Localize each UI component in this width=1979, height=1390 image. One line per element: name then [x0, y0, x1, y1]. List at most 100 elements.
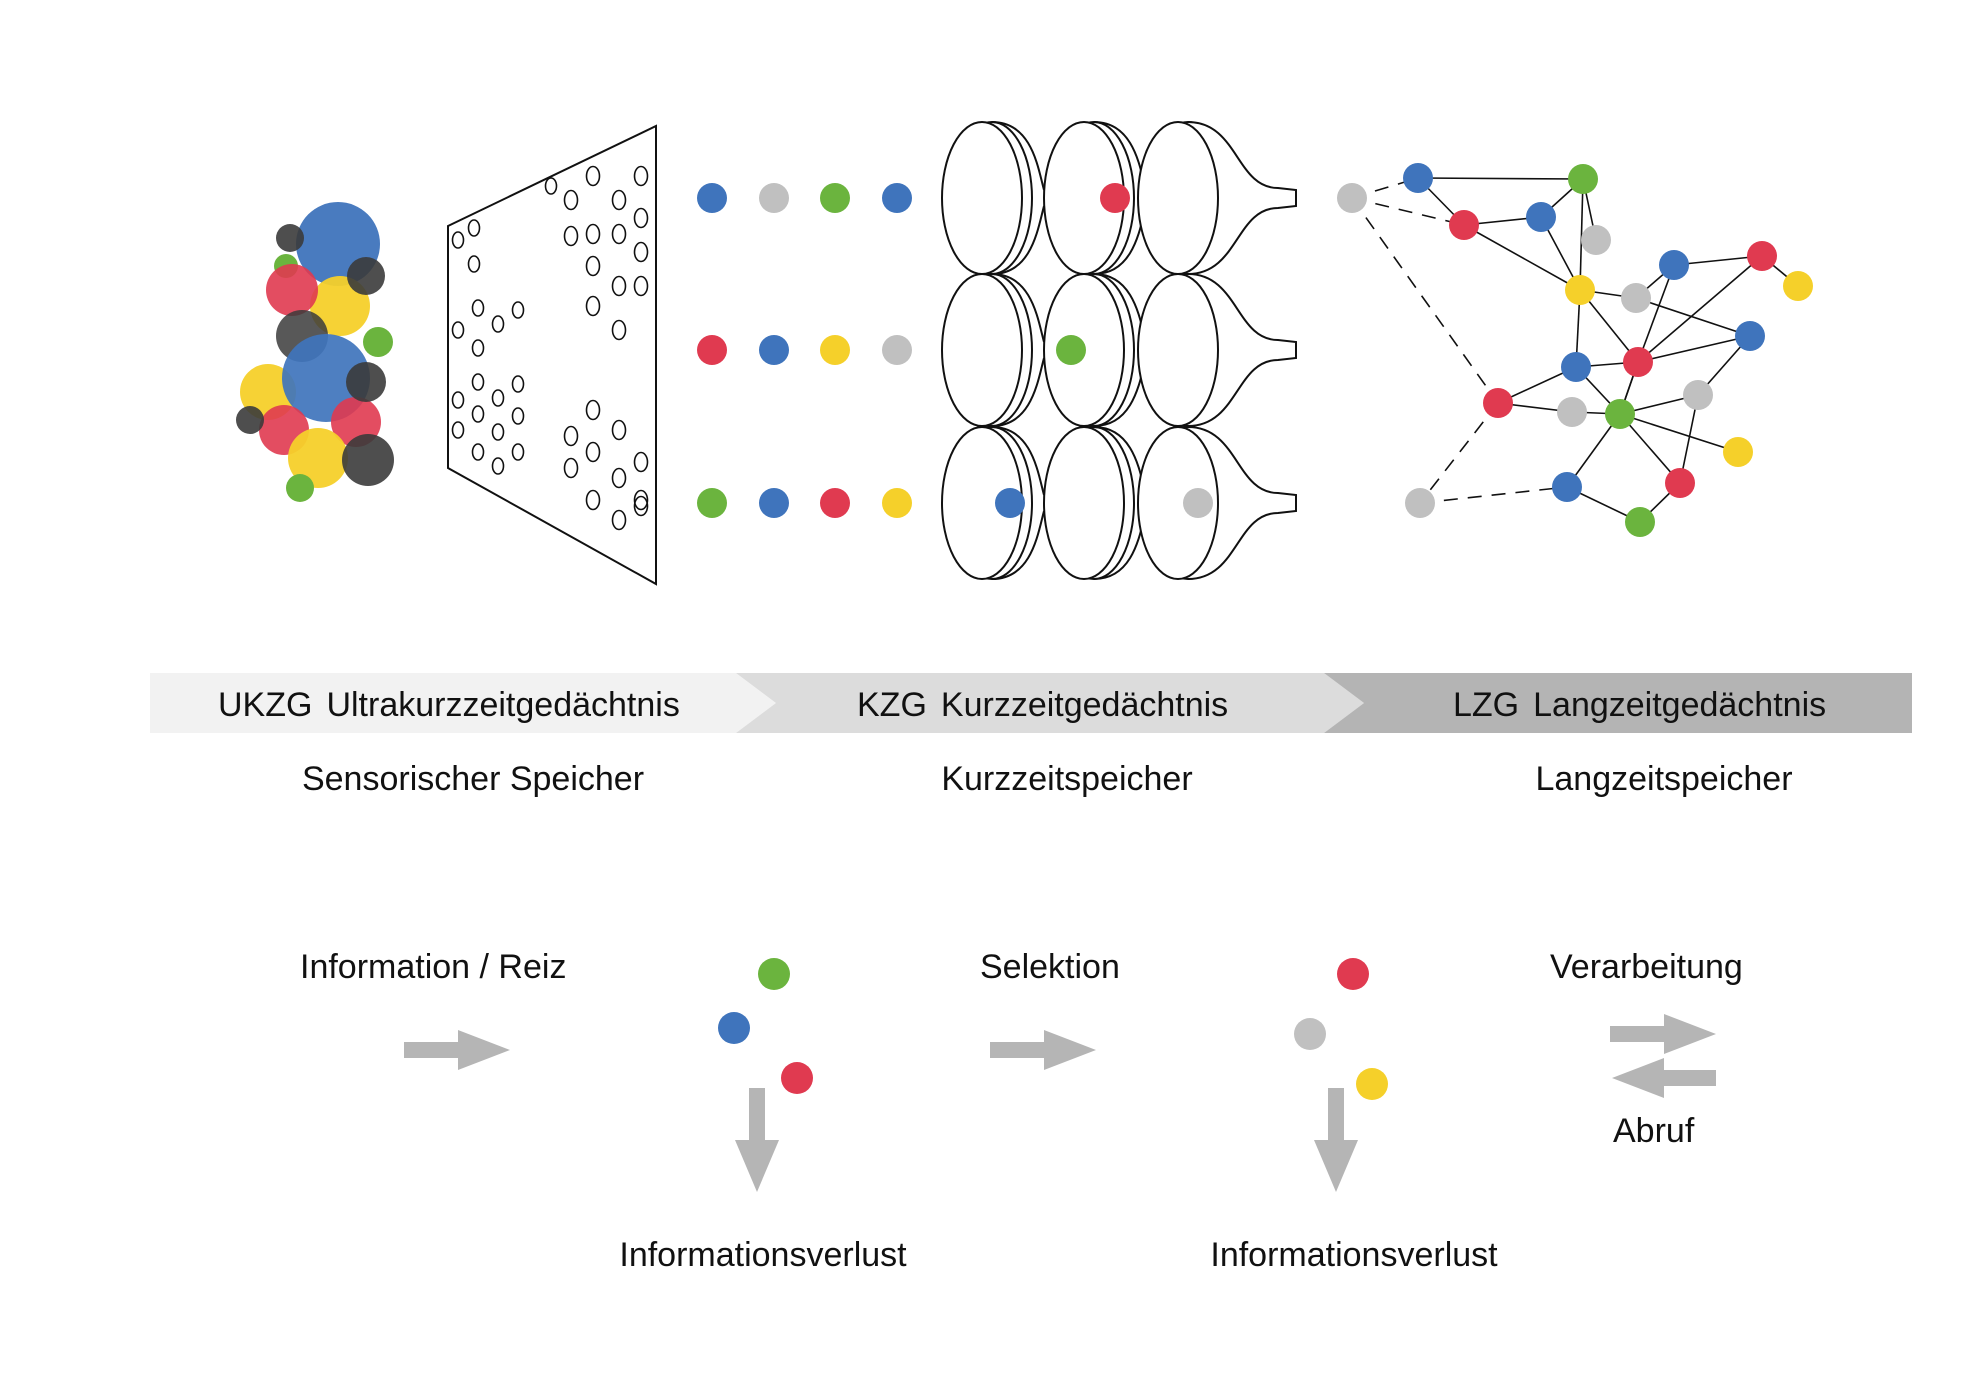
filter-hole	[585, 223, 601, 245]
stage-ukzg-name: Ultrakurzzeitgedächtnis	[326, 686, 679, 724]
filter-hole	[633, 275, 649, 297]
network-node-yellow	[1723, 437, 1753, 467]
funnel	[1137, 273, 1297, 427]
retrieval-label: Abruf	[1613, 1112, 1695, 1150]
stage-ukzg-label: UKZG Ultrakurzzeitgedächtnis	[218, 686, 680, 724]
input-label: Information / Reiz	[300, 948, 566, 986]
network-node-green	[1625, 507, 1655, 537]
filter-hole	[467, 219, 481, 237]
network-link	[1635, 297, 1751, 337]
information-dot-rows	[697, 183, 912, 518]
funnel	[1043, 121, 1147, 275]
filter-hole	[471, 339, 485, 357]
filter-hole	[451, 421, 465, 439]
funnel	[1043, 273, 1147, 427]
info-dot-green	[820, 183, 850, 213]
long-term-store-label: Langzeitspeicher	[1535, 760, 1792, 798]
filter-hole	[471, 443, 485, 461]
network-link	[1619, 413, 1739, 453]
filter-hole	[511, 443, 525, 461]
network-node-red	[1449, 210, 1479, 240]
stage-lzg-abbr: LZG	[1453, 686, 1519, 724]
funnel	[941, 121, 1045, 275]
filter-hole	[633, 495, 649, 517]
selected-dot-green	[1056, 335, 1086, 365]
information-loss-label-2: Informationsverlust	[1210, 1236, 1498, 1274]
network-node-blue	[1561, 352, 1591, 382]
flow-dot-green	[758, 958, 790, 990]
stage-kzg-name: Kurzzeitgedächtnis	[941, 686, 1228, 724]
short-term-funnels	[941, 121, 1297, 580]
funnel	[941, 426, 1045, 580]
network-node-yellow	[1783, 271, 1813, 301]
filter-hole	[563, 425, 579, 447]
short-term-store-label: Kurzzeitspeicher	[941, 760, 1192, 798]
filter-hole	[471, 373, 485, 391]
filter-hole	[491, 389, 505, 407]
info-dot-yellow	[882, 488, 912, 518]
flow-dot-blue	[718, 1012, 750, 1044]
network-link-dashed	[1351, 197, 1499, 404]
arrow-right-icon	[404, 1030, 510, 1070]
network-node-green	[1605, 399, 1635, 429]
info-dot-blue	[697, 183, 727, 213]
network-node-blue	[1659, 250, 1689, 280]
funnel	[941, 273, 1045, 427]
network-node-yellow	[1565, 275, 1595, 305]
filter-hole	[544, 177, 558, 195]
filter-hole	[611, 275, 627, 297]
flow-dot-yellow	[1356, 1068, 1388, 1100]
stage-ukzg-abbr: UKZG	[218, 686, 312, 724]
filter-hole	[585, 489, 601, 511]
filter-hole	[563, 189, 579, 211]
filter-hole	[633, 241, 649, 263]
funnel	[1043, 426, 1147, 580]
network-link	[1637, 264, 1675, 363]
filter-hole	[511, 375, 525, 393]
long-term-network	[1337, 163, 1813, 537]
network-link	[1566, 413, 1621, 488]
filter-hole	[563, 225, 579, 247]
filter-hole	[585, 399, 601, 421]
filter-hole	[491, 315, 505, 333]
network-link	[1579, 289, 1639, 363]
filter-hole	[585, 255, 601, 277]
flow-dot-gray	[1294, 1018, 1326, 1050]
info-dot-gray	[759, 183, 789, 213]
network-node-blue	[1526, 202, 1556, 232]
filter-hole	[451, 391, 465, 409]
information-loss-label-1: Informationsverlust	[619, 1236, 907, 1274]
filter-hole	[563, 457, 579, 479]
selection-label: Selektion	[980, 948, 1120, 986]
network-node-red	[1747, 241, 1777, 271]
info-dot-blue	[882, 183, 912, 213]
network-node-red	[1483, 388, 1513, 418]
info-dot-green	[697, 488, 727, 518]
filter-hole	[633, 207, 649, 229]
selected-dot-blue	[995, 488, 1025, 518]
network-link-dashed	[1419, 486, 1568, 504]
sensory-store-label: Sensorischer Speicher	[302, 760, 644, 798]
network-node-blue	[1552, 472, 1582, 502]
info-dot-yellow	[820, 335, 850, 365]
filter-hole	[467, 255, 481, 273]
network-node-gray	[1581, 225, 1611, 255]
filter-hole	[511, 301, 525, 319]
network-node-gray	[1621, 283, 1651, 313]
selected-dot-red	[1100, 183, 1130, 213]
info-dot-red	[820, 488, 850, 518]
filter-hole	[633, 451, 649, 473]
filter-hole	[451, 321, 465, 339]
filter-hole	[491, 457, 505, 475]
filter-hole	[585, 295, 601, 317]
network-node-green	[1568, 164, 1598, 194]
filter-hole	[633, 165, 649, 187]
selected-dots	[995, 183, 1213, 518]
network-link	[1637, 255, 1763, 363]
network-link	[1637, 335, 1751, 363]
network-node-red	[1665, 468, 1695, 498]
funnel	[1137, 426, 1297, 580]
filter-hole	[585, 165, 601, 187]
arrow-down-icon	[735, 1088, 779, 1192]
